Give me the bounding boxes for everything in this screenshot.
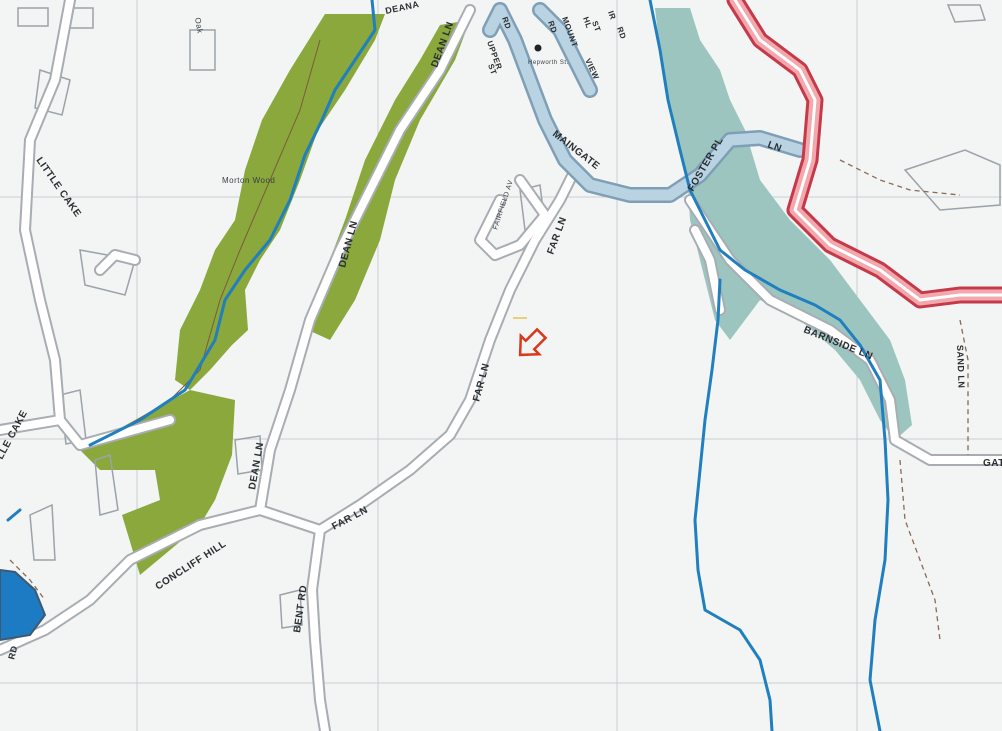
label-ir: IR	[606, 10, 618, 22]
label-ln: LN	[766, 139, 783, 154]
label-rd3: RD	[615, 26, 628, 41]
main-streets	[482, 2, 808, 203]
label-sand-ln: SAND LN	[955, 345, 967, 389]
label-st2: ST	[590, 20, 602, 34]
label-gat: GAT	[983, 458, 1002, 469]
woodland-strip	[308, 20, 470, 340]
reservoir	[0, 568, 47, 642]
label-rd1: RD	[500, 16, 513, 31]
a-road	[726, 0, 1002, 309]
rivers	[6, 0, 890, 731]
label-rd2: RD	[546, 20, 559, 35]
label-st: ST	[486, 63, 498, 77]
label-morton-wood: Morton Wood	[222, 176, 275, 185]
poi-label: Hepworth St.	[528, 60, 569, 66]
footpaths	[9, 159, 969, 641]
label-hl: HL	[581, 16, 593, 30]
label-rd-left: RD	[6, 644, 19, 660]
label-oak: Oak	[193, 17, 205, 35]
poi-dot	[534, 44, 542, 52]
location-arrow-icon[interactable]	[511, 324, 551, 364]
